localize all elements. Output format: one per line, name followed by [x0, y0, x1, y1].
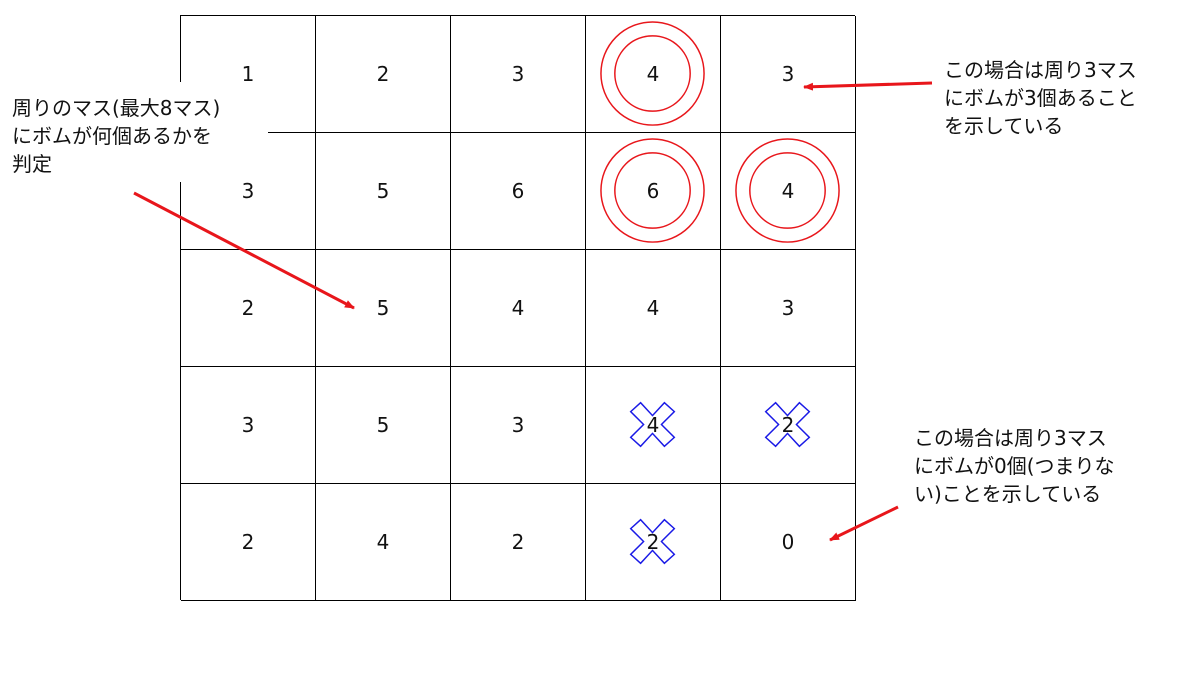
note-top-right-line-2: にボムが3個あること	[944, 86, 1137, 110]
grid-cell-r2-c4: 6	[586, 133, 721, 250]
grid-cell-r3-c1: 2	[181, 250, 316, 367]
double-circle-icon	[600, 138, 705, 243]
cell-number: 2	[781, 413, 795, 437]
grid-cell-r2-c5: 4	[721, 133, 856, 250]
grid-cell-r4-c5: 2	[721, 367, 856, 484]
grid-cell-r2-c3: 6	[451, 133, 586, 250]
double-circle-icon	[735, 138, 840, 243]
cell-number: 6	[646, 179, 660, 203]
cell-number: 5	[376, 413, 390, 437]
grid-cell-r3-c4: 4	[586, 250, 721, 367]
grid-cell-r5-c4: 2	[586, 484, 721, 601]
note-bottom-right-line-2: にボムが0個(つまりな	[914, 454, 1115, 478]
cross-mark-icon	[629, 518, 676, 565]
grid-cell-r1-c3: 3	[451, 16, 586, 133]
grid-cell-r3-c3: 4	[451, 250, 586, 367]
cell-number: 3	[781, 62, 795, 86]
grid-cell-r5-c2: 4	[316, 484, 451, 601]
note-bottom-right-line-3: い)ことを示している	[914, 482, 1102, 506]
note-left-line-1: 周りのマス(最大8マス)	[12, 96, 221, 120]
note-left-line-2: にボムが何個あるかを	[12, 124, 212, 148]
cell-number: 0	[781, 530, 795, 554]
cell-number: 2	[241, 530, 255, 554]
grid-cell-r5-c1: 2	[181, 484, 316, 601]
callout-background	[0, 82, 268, 182]
note-bottom-right-line-1: この場合は周り3マス	[914, 426, 1107, 450]
cell-number: 2	[646, 530, 660, 554]
grid-cell-r1-c5: 3	[721, 16, 856, 133]
cell-number: 3	[241, 179, 255, 203]
cell-number: 3	[241, 413, 255, 437]
cell-number: 2	[511, 530, 525, 554]
grid-cell-r2-c2: 5	[316, 133, 451, 250]
note-left: 周りのマス(最大8マス) にボムが何個あるかを 判定	[12, 94, 220, 178]
note-top-right-line-3: を示している	[944, 114, 1064, 138]
grid-cell-r3-c2: 5	[316, 250, 451, 367]
number-grid: 1 2 3 4 3 3 5 6 6 4 2 5 4 4 3 3 5 3 4 2 2 4 2 2 0	[180, 15, 856, 601]
cell-number: 4	[646, 62, 660, 86]
grid-cell-r1-c2: 2	[316, 16, 451, 133]
grid-cell-r5-c3: 2	[451, 484, 586, 601]
grid-cell-r4-c2: 5	[316, 367, 451, 484]
note-top-right: この場合は周り3マス にボムが3個あること を示している	[944, 56, 1137, 140]
cell-number: 5	[376, 296, 390, 320]
cell-number: 3	[511, 62, 525, 86]
cell-number: 3	[781, 296, 795, 320]
cell-number: 4	[646, 413, 660, 437]
grid-cell-r3-c5: 3	[721, 250, 856, 367]
cell-number: 5	[376, 179, 390, 203]
cell-number: 4	[376, 530, 390, 554]
note-top-right-line-1: この場合は周り3マス	[944, 58, 1137, 82]
cell-number: 4	[781, 179, 795, 203]
cell-number: 4	[511, 296, 525, 320]
grid-cell-r4-c3: 3	[451, 367, 586, 484]
cell-number: 2	[376, 62, 390, 86]
grid-cell-r5-c5: 0	[721, 484, 856, 601]
grid-cell-r4-c1: 3	[181, 367, 316, 484]
cell-number: 6	[511, 179, 525, 203]
note-left-line-3: 判定	[12, 152, 52, 176]
cell-number: 1	[241, 62, 255, 86]
cell-number: 2	[241, 296, 255, 320]
cell-number: 4	[646, 296, 660, 320]
cell-number: 3	[511, 413, 525, 437]
cross-mark-icon	[764, 401, 811, 448]
cross-mark-icon	[629, 401, 676, 448]
grid-cell-r4-c4: 4	[586, 367, 721, 484]
grid-cell-r1-c4: 4	[586, 16, 721, 133]
double-circle-icon	[600, 21, 705, 126]
note-bottom-right: この場合は周り3マス にボムが0個(つまりな い)ことを示している	[914, 424, 1115, 508]
